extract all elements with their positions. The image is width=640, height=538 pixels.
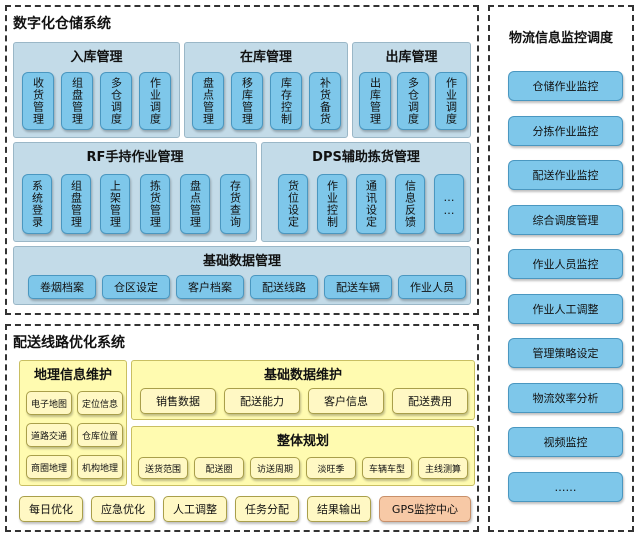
geo-panel: 地理信息维护 电子地图 定位信息 道路交通 仓库位置 商圈地理 机构地理 — [19, 360, 127, 486]
warehouse-basic-panel: 基础数据管理 卷烟档案 仓区设定 客户档案 配送线路 配送车辆 作业人员 — [13, 246, 471, 305]
route-basic-item[interactable]: 配送能力 — [224, 388, 300, 414]
monitor-item[interactable]: 作业人员监控 — [508, 249, 623, 279]
warehouse-basic-item[interactable]: 配送车辆 — [324, 275, 392, 299]
route-basic-item[interactable]: 销售数据 — [140, 388, 216, 414]
result-output-button[interactable]: 结果输出 — [307, 496, 371, 522]
monitor-item[interactable]: 分拣作业监控 — [508, 116, 623, 146]
monitor-item[interactable]: 配送作业监控 — [508, 160, 623, 190]
route-basic-title: 基础数据维护 — [263, 368, 342, 383]
monitor-item[interactable]: 管理策略设定 — [508, 338, 623, 368]
geo-item[interactable]: 机构地理 — [77, 455, 123, 479]
inbound-item[interactable]: 收货管理 — [22, 72, 54, 130]
dps-title: DPS辅助拣货管理 — [312, 150, 420, 165]
gps-center-button[interactable]: GPS监控中心 — [379, 496, 471, 522]
plan-item[interactable]: 车辆车型 — [362, 457, 412, 479]
route-basic-item[interactable]: 配送费用 — [392, 388, 468, 414]
plan-item[interactable]: 送货范围 — [138, 457, 188, 479]
geo-item[interactable]: 仓库位置 — [77, 423, 123, 447]
monitor-item[interactable]: 视频监控 — [508, 427, 623, 457]
warehouse-basic-item[interactable]: 客户档案 — [176, 275, 244, 299]
outbound-item[interactable]: 作业调度 — [435, 72, 467, 130]
daily-optimize-button[interactable]: 每日优化 — [19, 496, 83, 522]
rf-title: RF手持作业管理 — [86, 150, 184, 165]
monitor-region: 物流信息监控调度 仓储作业监控 分拣作业监控 配送作业监控 综合调度管理 作业人… — [488, 5, 634, 532]
manual-adjust-button[interactable]: 人工调整 — [163, 496, 227, 522]
plan-item[interactable]: 主线测算 — [418, 457, 468, 479]
dps-item[interactable]: 通讯设定 — [356, 174, 386, 234]
monitor-item[interactable]: 作业人工调整 — [508, 294, 623, 324]
rf-panel: RF手持作业管理 系统登录 组盘管理 上架管理 拣货管理 盘点管理 存货查询 — [13, 142, 257, 242]
warehouse-basic-item[interactable]: 配送线路 — [250, 275, 318, 299]
task-assign-button[interactable]: 任务分配 — [235, 496, 299, 522]
route-system-region: 配送线路优化系统 地理信息维护 电子地图 定位信息 道路交通 仓库位置 商圈地理… — [5, 324, 479, 532]
geo-item[interactable]: 道路交通 — [26, 423, 72, 447]
instock-item[interactable]: 移库管理 — [231, 72, 263, 130]
instock-item[interactable]: 补货备货 — [309, 72, 341, 130]
warehouse-system-region: 数字化仓储系统 入库管理 收货管理 组盘管理 多仓调度 作业调度 在库管理 盘点… — [5, 5, 479, 315]
monitor-item[interactable]: 仓储作业监控 — [508, 71, 623, 101]
plan-item[interactable]: 配送圈 — [194, 457, 244, 479]
dps-item[interactable]: …… — [434, 174, 464, 234]
geo-item[interactable]: 定位信息 — [77, 391, 123, 415]
warehouse-basic-item[interactable]: 仓区设定 — [102, 275, 170, 299]
plan-item[interactable]: 访送周期 — [250, 457, 300, 479]
monitor-item[interactable]: 物流效率分析 — [508, 383, 623, 413]
dps-item[interactable]: 作业控制 — [317, 174, 347, 234]
rf-item[interactable]: 存货查询 — [220, 174, 250, 234]
monitor-item[interactable]: …… — [508, 472, 623, 502]
route-basic-panel: 基础数据维护 销售数据 配送能力 客户信息 配送费用 — [131, 360, 475, 420]
outbound-item[interactable]: 出库管理 — [359, 72, 391, 130]
instock-panel: 在库管理 盘点管理 移库管理 库存控制 补货备货 — [184, 42, 348, 138]
route-basic-item[interactable]: 客户信息 — [308, 388, 384, 414]
rf-item[interactable]: 组盘管理 — [61, 174, 91, 234]
dps-item[interactable]: 货位设定 — [278, 174, 308, 234]
rf-item[interactable]: 系统登录 — [22, 174, 52, 234]
warehouse-basic-item[interactable]: 作业人员 — [398, 275, 466, 299]
monitor-item[interactable]: 综合调度管理 — [508, 205, 623, 235]
rf-item[interactable]: 拣货管理 — [140, 174, 170, 234]
plan-title: 整体规划 — [276, 434, 329, 449]
plan-panel: 整体规划 送货范围 配送圈 访送周期 淡旺季 车辆车型 主线测算 — [131, 426, 475, 486]
dps-panel: DPS辅助拣货管理 货位设定 作业控制 通讯设定 信息反馈 …… — [261, 142, 471, 242]
outbound-panel: 出库管理 出库管理 多仓调度 作业调度 — [352, 42, 471, 138]
geo-item[interactable]: 电子地图 — [26, 391, 72, 415]
plan-item[interactable]: 淡旺季 — [306, 457, 356, 479]
inbound-panel: 入库管理 收货管理 组盘管理 多仓调度 作业调度 — [13, 42, 180, 138]
warehouse-system-title: 数字化仓储系统 — [13, 16, 111, 32]
monitor-title: 物流信息监控调度 — [508, 31, 613, 46]
inbound-item[interactable]: 作业调度 — [139, 72, 171, 130]
inbound-item[interactable]: 多仓调度 — [100, 72, 132, 130]
instock-item[interactable]: 盘点管理 — [192, 72, 224, 130]
route-system-title: 配送线路优化系统 — [13, 335, 125, 351]
warehouse-basic-item[interactable]: 卷烟档案 — [28, 275, 96, 299]
inbound-title: 入库管理 — [70, 50, 123, 65]
geo-item[interactable]: 商圈地理 — [26, 455, 72, 479]
inbound-item[interactable]: 组盘管理 — [61, 72, 93, 130]
outbound-item[interactable]: 多仓调度 — [397, 72, 429, 130]
rf-item[interactable]: 上架管理 — [100, 174, 130, 234]
instock-item[interactable]: 库存控制 — [270, 72, 302, 130]
outbound-title: 出库管理 — [385, 50, 438, 65]
emergency-optimize-button[interactable]: 应急优化 — [91, 496, 155, 522]
instock-title: 在库管理 — [239, 50, 292, 65]
rf-item[interactable]: 盘点管理 — [180, 174, 210, 234]
warehouse-basic-title: 基础数据管理 — [202, 254, 281, 269]
dps-item[interactable]: 信息反馈 — [395, 174, 425, 234]
geo-title: 地理信息维护 — [33, 368, 112, 383]
